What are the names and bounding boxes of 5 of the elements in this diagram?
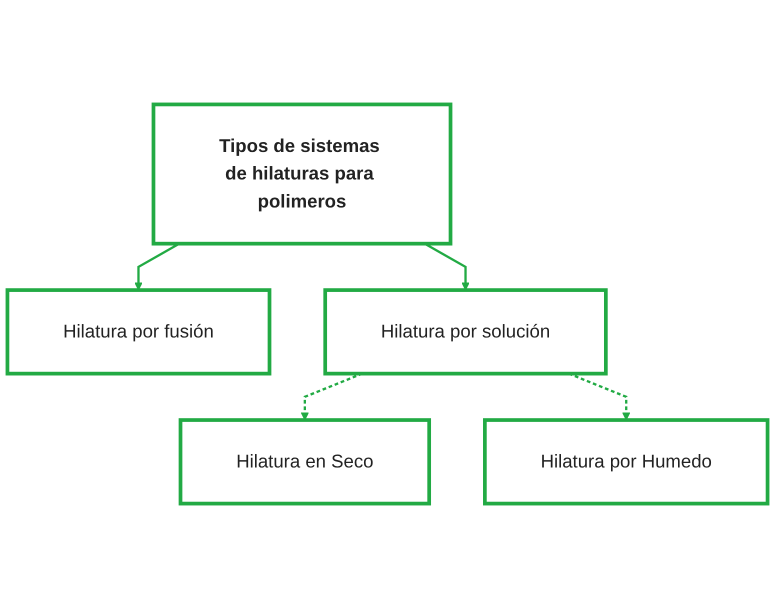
- node-box: Hilatura por solución: [323, 288, 608, 376]
- node-box: Hilatura por fusión: [6, 288, 272, 376]
- node-box: Tipos de sistemas de hilaturas para polimeros: [152, 103, 452, 246]
- node-box: Hilatura por Humedo: [483, 418, 770, 506]
- node-box: Hilatura en Seco: [178, 418, 432, 506]
